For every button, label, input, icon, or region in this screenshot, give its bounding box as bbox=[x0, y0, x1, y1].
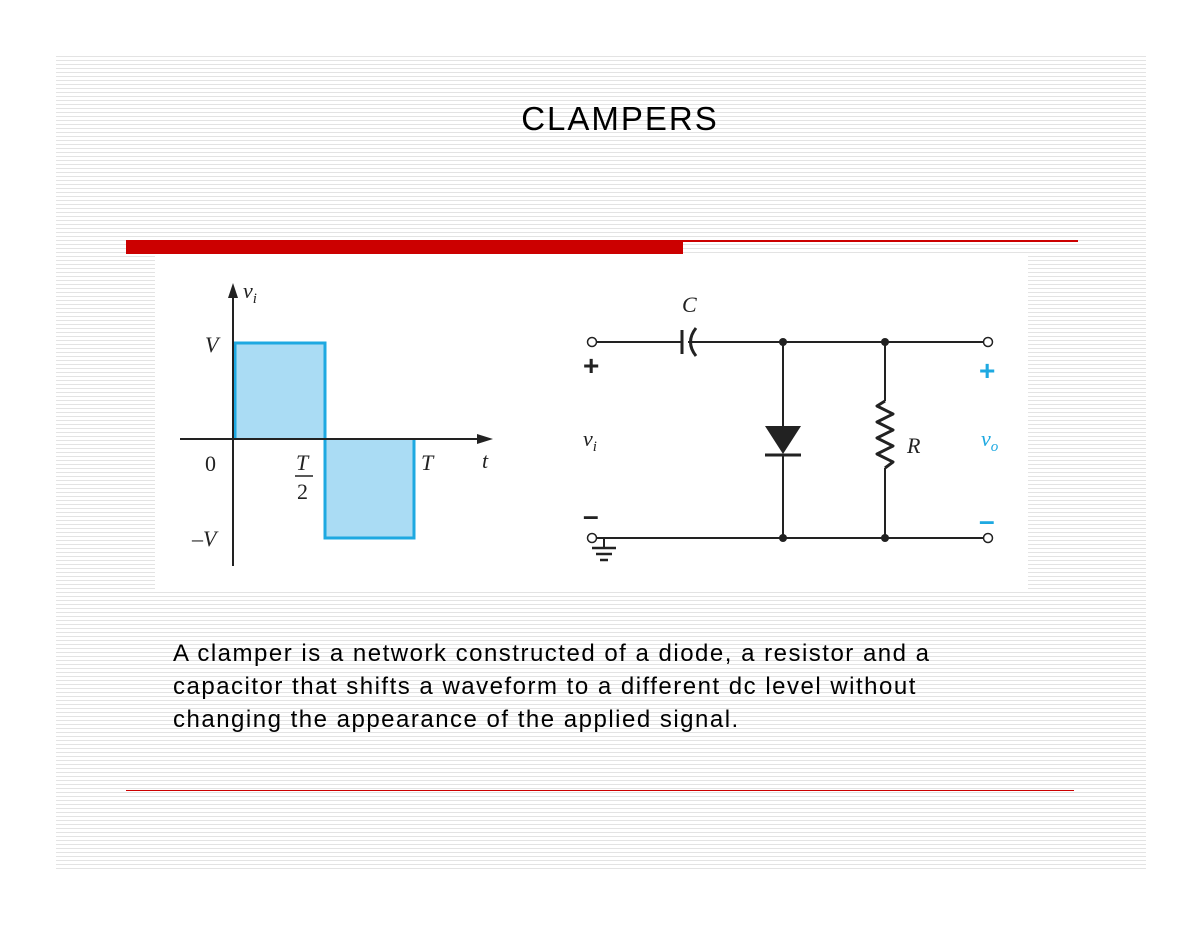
level-zero-label: 0 bbox=[205, 451, 216, 476]
output-terminal-top bbox=[982, 336, 994, 348]
input-minus-sign: – bbox=[583, 500, 599, 531]
half-period-label: T 2 bbox=[295, 450, 313, 504]
input-voltage-label: vi bbox=[583, 426, 597, 455]
title-accent-line bbox=[683, 240, 1078, 242]
figure-panel: vi t V 0 –V T 2 T bbox=[155, 256, 1028, 591]
junction-dot bbox=[881, 338, 889, 346]
description-line: capacitor that shifts a waveform to a di… bbox=[173, 673, 917, 700]
clamper-figure: vi t V 0 –V T 2 T bbox=[180, 278, 999, 566]
title-accent-bar bbox=[126, 240, 683, 254]
slide-title: CLAMPERS bbox=[521, 100, 719, 137]
ground-icon bbox=[592, 538, 616, 562]
half-period-numerator: T bbox=[296, 450, 310, 475]
output-voltage-label: vo bbox=[981, 426, 999, 455]
description-line: A clamper is a network constructed of a … bbox=[173, 640, 931, 667]
half-period-denominator: 2 bbox=[297, 479, 308, 504]
level-high-label: V bbox=[205, 332, 221, 357]
input-terminal-bottom bbox=[586, 532, 598, 544]
input-waveform-plot: vi t V 0 –V T 2 T bbox=[180, 278, 493, 566]
output-minus-sign: – bbox=[979, 505, 995, 536]
junction-dot bbox=[779, 338, 787, 346]
output-plus-sign: + bbox=[979, 355, 995, 386]
diode-icon bbox=[765, 426, 801, 454]
waveform-positive-half bbox=[235, 343, 325, 439]
clamper-circuit: C R vi vo + – + – bbox=[583, 292, 999, 562]
y-axis-label: vi bbox=[243, 278, 257, 307]
junction-dot bbox=[779, 534, 787, 542]
resistor-icon bbox=[875, 399, 895, 470]
period-label: T bbox=[421, 450, 435, 475]
input-terminal-top bbox=[586, 336, 598, 348]
level-low-label: –V bbox=[191, 526, 219, 551]
input-plus-sign: + bbox=[583, 350, 599, 381]
resistor-label: R bbox=[906, 433, 921, 458]
waveform-negative-half bbox=[325, 439, 414, 538]
capacitor-label: C bbox=[682, 292, 697, 317]
x-axis-arrow-icon bbox=[477, 434, 493, 444]
y-axis-arrow-icon bbox=[228, 283, 238, 298]
x-axis-label: t bbox=[482, 448, 489, 473]
footer-rule bbox=[126, 790, 1074, 791]
waveform-trace bbox=[233, 341, 416, 540]
description-paragraph: A clamper is a network constructed of a … bbox=[173, 637, 1073, 736]
output-terminal-bottom bbox=[982, 532, 994, 544]
description-line: changing the appearance of the applied s… bbox=[173, 706, 740, 733]
junction-dot bbox=[881, 534, 889, 542]
